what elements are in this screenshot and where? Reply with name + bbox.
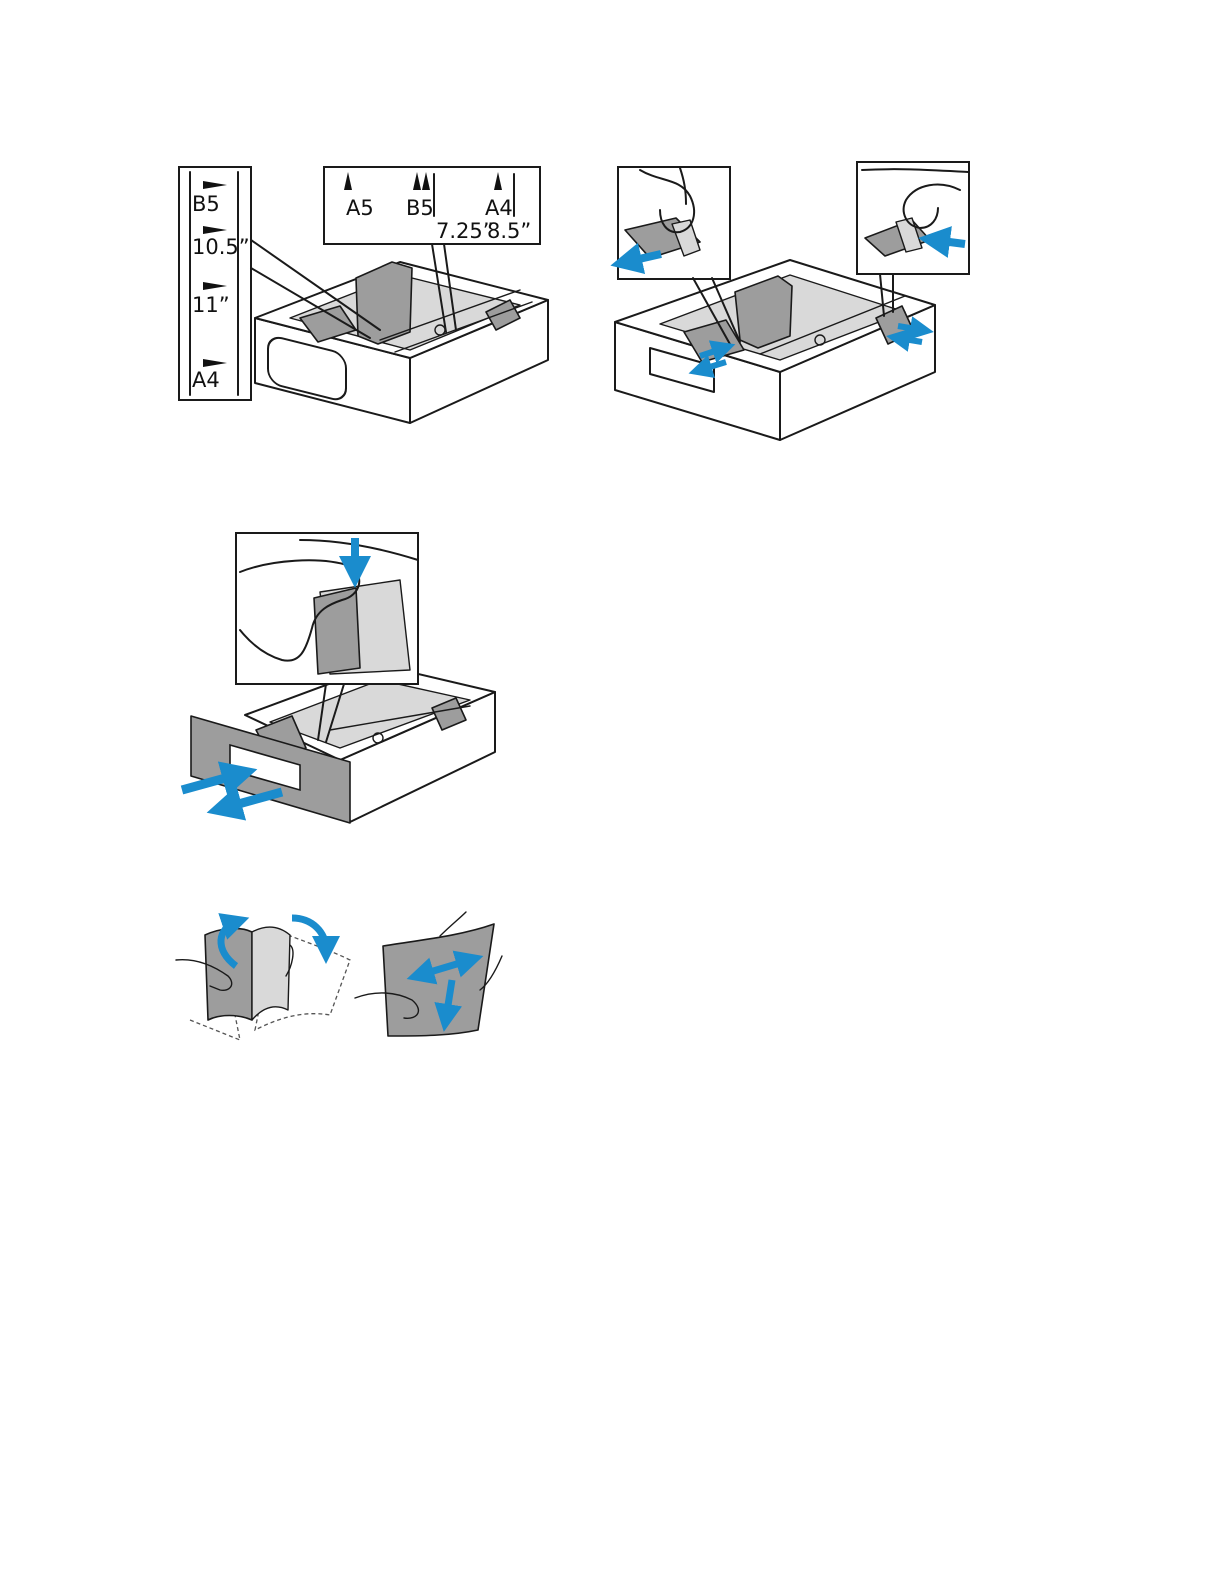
flex-curl-arrow-2 <box>292 918 326 950</box>
figure-tray-release <box>182 533 495 823</box>
scale-label-b5-width: B5 <box>406 196 434 220</box>
scale-label-10-5: 10.5” <box>192 235 250 259</box>
paper-stack-flex <box>176 918 350 1040</box>
paper-tray-2 <box>615 260 935 440</box>
scale-label-a5: A5 <box>346 196 374 220</box>
scale-label-7-25: 7.25” <box>436 219 494 243</box>
figure-tray-size-scales: B5 10.5” 11” A4 A5 B5 A4 7.25” 8.5” <box>179 167 548 423</box>
paper-tray-1 <box>255 262 548 423</box>
figure-adjust-side-guides <box>615 162 969 440</box>
scale-label-11: 11” <box>192 293 230 317</box>
width-scale-inset: A5 B5 A4 7.25” 8.5” <box>324 167 540 244</box>
release-latch-inset <box>236 533 418 684</box>
paper-stack-align <box>355 912 502 1036</box>
scale-label-a4-length: A4 <box>192 368 220 392</box>
guide-squeeze-inset-left <box>618 167 730 279</box>
scale-label-b5-length: B5 <box>192 192 220 216</box>
scale-label-8-5: 8.5” <box>487 219 531 243</box>
push-right-inset-arrow <box>934 240 965 244</box>
length-scale-inset: B5 10.5” 11” A4 <box>179 167 251 400</box>
figure-flex-paper <box>176 912 502 1040</box>
guide-squeeze-inset-right <box>857 162 969 274</box>
scale-label-a4-width: A4 <box>485 196 513 220</box>
